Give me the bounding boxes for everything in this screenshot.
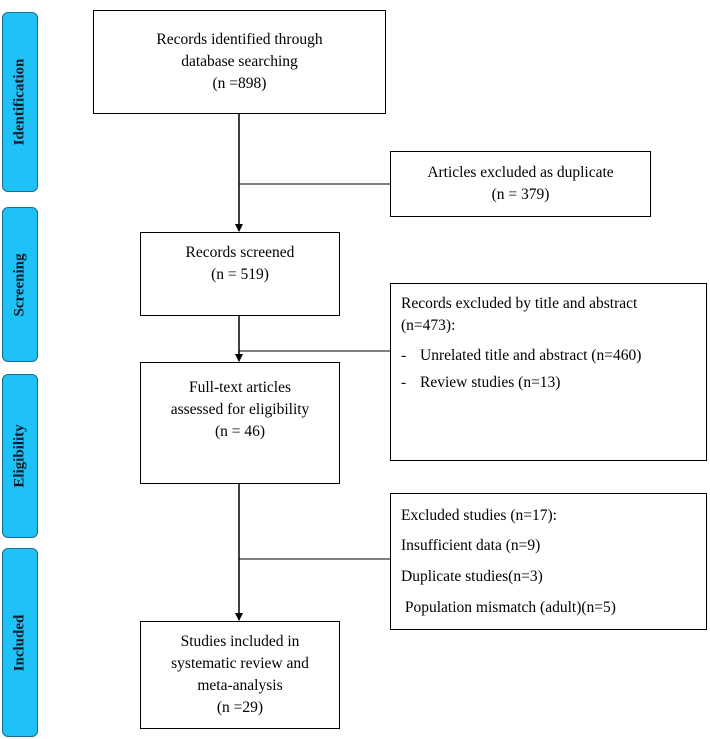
box-records-screened: Records screened (n = 519) [140,232,340,316]
stage-included-label: Included [11,614,28,671]
excluded-title-item-text: Review studies (n=13) [420,373,561,391]
screened-line-1: Records screened [185,244,295,261]
excluded-title-heading: Records excluded by title and abstract [401,295,638,312]
box-excluded-duplicates: Articles excluded as duplicate (n = 379) [390,151,651,217]
stage-eligibility-label: Eligibility [11,424,28,488]
stage-included: Included [2,548,38,737]
included-line-2: systematic review and [171,655,309,672]
excluded-title-count: (n=473): [401,317,456,334]
box-studies-included: Studies included in systematic review an… [140,621,340,729]
duplicates-line-2: (n = 379) [491,186,550,203]
excluded-studies-heading: Excluded studies (n=17): [401,507,557,524]
screened-line-2: (n = 519) [211,266,269,283]
bullet: - [401,346,407,364]
stage-identification: Identification [2,12,38,192]
box-excluded-studies: Excluded studies (n=17): Insufficient da… [390,493,707,630]
excluded-title-item: - Review studies (n=13) [401,369,706,396]
bullet: - [401,373,407,391]
box-fulltext-articles: Full-text articles assessed for eligibil… [140,362,340,484]
box-records-identified: Records identified through database sear… [93,10,386,114]
fulltext-line-2: assessed for eligibility [170,401,310,418]
stage-screening-label: Screening [11,252,28,317]
excluded-studies-item: Duplicate studies(n=3) [401,568,543,585]
stage-eligibility: Eligibility [2,374,38,538]
duplicates-line-1: Articles excluded as duplicate [427,164,614,181]
included-line-3: meta-analysis [197,677,283,694]
included-line-4: (n =29) [216,699,264,716]
fulltext-line-1: Full-text articles [188,379,291,396]
stage-identification-label: Identification [11,58,28,146]
box-excluded-title-abstract: Records excluded by title and abstract (… [390,283,707,461]
identified-line-2: database searching [181,53,298,70]
identified-line-3: (n =898) [212,75,267,92]
excluded-title-item: - Unrelated title and abstract (n=460) [401,342,706,369]
excluded-studies-item: Insufficient data (n=9) [401,537,541,554]
fulltext-line-3: (n = 46) [214,423,266,440]
included-line-1: Studies included in [180,633,300,650]
excluded-title-item-text: Unrelated title and abstract (n=460) [420,346,642,364]
excluded-studies-item: Population mismatch (adult)(n=5) [401,599,616,616]
stage-screening: Screening [2,207,38,362]
identified-line-1: Records identified through [156,31,323,48]
